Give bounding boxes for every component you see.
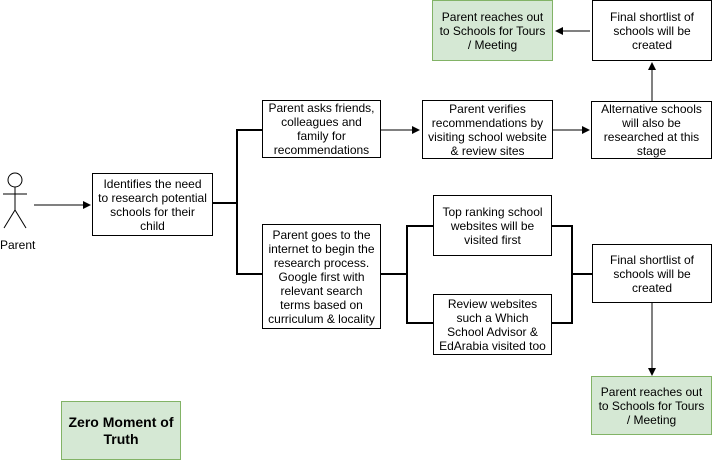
node-final-shortlist-top: Final shortlist of schools will be creat…: [592, 0, 712, 61]
node-review-websites: Review websites such a Which School Advi…: [433, 294, 552, 355]
parent-actor-icon: [3, 172, 27, 229]
node-final-shortlist-bottom: Final shortlist of schools will be creat…: [592, 244, 712, 303]
node-internet-research: Parent goes to the internet to begin the…: [262, 224, 381, 329]
node-reach-out-bottom: Parent reaches out to Schools for Tours …: [591, 376, 712, 435]
edge-identify-split: [213, 129, 262, 275]
zero-moment-of-truth-label: Zero Moment of Truth: [61, 401, 181, 460]
node-ask-friends: Parent asks friends, colleagues and fami…: [262, 100, 381, 158]
parent-actor-label: Parent: [0, 238, 36, 252]
node-verify-recommendations: Parent verifies recommendations by visit…: [422, 100, 553, 159]
node-reach-out-top: Parent reaches out to Schools for Tours …: [432, 0, 553, 61]
node-identify-need: Identifies the need to research potentia…: [92, 173, 213, 236]
node-alternative-schools: Alternative schools will also be researc…: [591, 101, 712, 159]
edge-merge-to-shortlist: [552, 225, 592, 324]
node-top-ranking-websites: Top ranking school websites will be visi…: [433, 195, 552, 256]
edge-internet-split: [381, 225, 433, 324]
